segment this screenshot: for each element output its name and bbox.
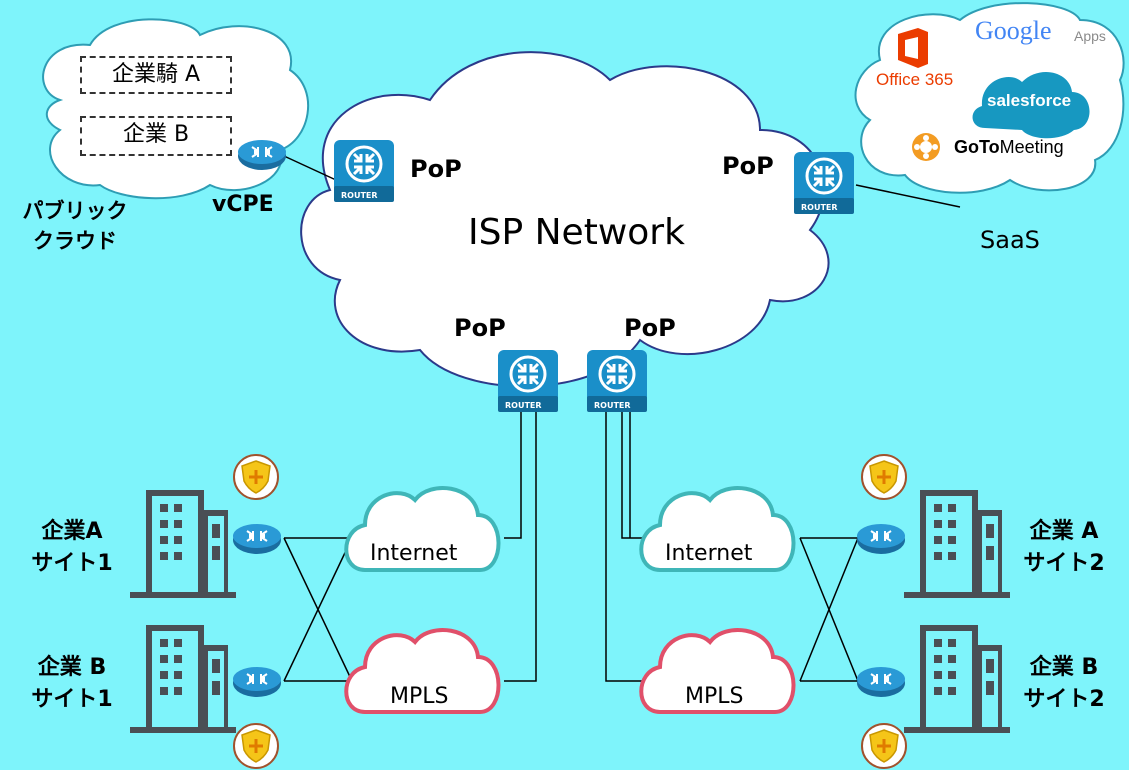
tenant-b-box: 企業 B bbox=[80, 116, 232, 156]
site-b1-line1: 企業 B bbox=[37, 655, 107, 680]
building-b2-icon bbox=[904, 625, 1010, 733]
saas-label: SaaS bbox=[980, 226, 1040, 254]
gotomeeting-label: GoToMeeting bbox=[954, 137, 1064, 158]
office365-logo-icon bbox=[898, 28, 928, 68]
goto-text: GoTo bbox=[954, 137, 1000, 157]
isp-network-label: ISP Network bbox=[468, 212, 685, 253]
public-cloud-label: パブリック クラウド bbox=[10, 196, 140, 256]
public-cloud-label-line1: パブリック bbox=[22, 199, 128, 223]
site-a2-line1: 企業 A bbox=[1029, 519, 1099, 544]
internet-label-right: Internet bbox=[665, 541, 753, 566]
salesforce-label: salesforce bbox=[987, 91, 1072, 110]
building-a2-icon bbox=[904, 490, 1010, 598]
site-a1-label: 企業A サイト1 bbox=[14, 516, 130, 580]
connection-lines bbox=[283, 155, 961, 682]
building-b1-icon bbox=[130, 625, 236, 733]
vcpe-label: vCPE bbox=[212, 192, 274, 217]
pop-label-bottom-right: PoP bbox=[624, 314, 676, 342]
isp-network-cloud bbox=[300, 51, 830, 388]
pop-label-right: PoP bbox=[722, 152, 774, 180]
meeting-text: Meeting bbox=[999, 137, 1064, 157]
pop-label-left: PoP bbox=[410, 155, 462, 183]
shield-icon-b2 bbox=[860, 722, 908, 770]
office365-label: Office 365 bbox=[876, 70, 954, 89]
site-a2-line2: サイト2 bbox=[1023, 551, 1105, 576]
router-b1[interactable] bbox=[232, 666, 282, 698]
building-a1-icon bbox=[130, 490, 236, 598]
shield-icon-a1 bbox=[232, 453, 280, 501]
site-a1-line1: 企業A bbox=[41, 519, 103, 544]
site-b1-line2: サイト1 bbox=[31, 687, 113, 712]
salesforce-logo-icon bbox=[972, 71, 1090, 139]
internet-cloud-left bbox=[344, 486, 501, 572]
vcpe-router-icon[interactable] bbox=[237, 139, 287, 171]
gotomeeting-logo-icon bbox=[912, 133, 940, 161]
site-b2-line2: サイト2 bbox=[1023, 687, 1105, 712]
router-a1[interactable] bbox=[232, 523, 282, 555]
router-text-pop-bottom-right: ROUTER bbox=[594, 401, 631, 410]
public-cloud-label-line2: クラウド bbox=[33, 229, 117, 253]
internet-cloud-right bbox=[639, 486, 796, 572]
router-text-pop-left: ROUTER bbox=[341, 191, 378, 200]
router-b2[interactable] bbox=[856, 666, 906, 698]
internet-label-left: Internet bbox=[370, 541, 458, 566]
site-b2-label: 企業 B サイト2 bbox=[1006, 652, 1122, 716]
shield-icon-b1 bbox=[232, 722, 280, 770]
site-a2-label: 企業 A サイト2 bbox=[1006, 516, 1122, 580]
router-text-pop-right: ROUTER bbox=[801, 203, 838, 212]
shield-icon-a2 bbox=[860, 453, 908, 501]
pop-label-bottom-left: PoP bbox=[454, 314, 506, 342]
public-cloud-shape bbox=[42, 18, 309, 200]
google-apps-label: Apps bbox=[1074, 28, 1106, 44]
mpls-label-right: MPLS bbox=[685, 684, 744, 709]
router-text-pop-bottom-left: ROUTER bbox=[505, 401, 542, 410]
router-a2[interactable] bbox=[856, 523, 906, 555]
tenant-a-box: 企業騎 A bbox=[80, 56, 232, 94]
site-b2-line1: 企業 B bbox=[1029, 655, 1099, 680]
site-a1-line2: サイト1 bbox=[31, 551, 113, 576]
mpls-label-left: MPLS bbox=[390, 684, 449, 709]
site-b1-label: 企業 B サイト1 bbox=[14, 652, 130, 716]
mpls-cloud-right bbox=[639, 628, 796, 714]
google-label: Google bbox=[975, 16, 1052, 45]
mpls-cloud-left bbox=[344, 628, 501, 714]
